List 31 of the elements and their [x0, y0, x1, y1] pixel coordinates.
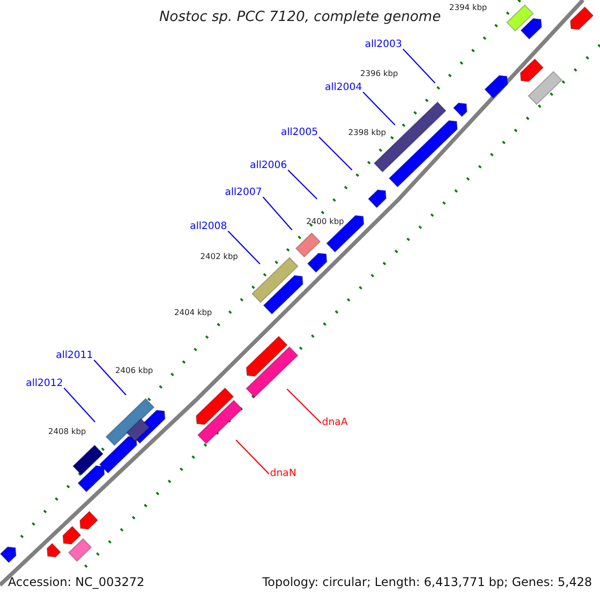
- leader-line: [288, 170, 318, 200]
- scale-label: 2394 kbp: [449, 2, 487, 14]
- accession-text: Accession: NC_003272: [8, 575, 144, 589]
- scale-label: 2398 kbp: [348, 127, 386, 139]
- genome-summary-text: Topology: circular; Length: 6,413,771 bp; Genes: 5,428: [262, 575, 592, 589]
- leader-line: [94, 360, 126, 396]
- scale-label: 2408 kbp: [48, 426, 86, 438]
- gene-label: all2007: [224, 186, 262, 200]
- leader-line: [286, 388, 322, 424]
- scale-label: 2402 kbp: [200, 251, 238, 263]
- gene-label: all2005: [280, 126, 318, 140]
- scale-label: 2404 kbp: [174, 307, 212, 319]
- leader-line: [402, 48, 436, 84]
- leader-line: [262, 196, 292, 230]
- gene-label: dnaN: [270, 467, 296, 481]
- gene-label: all2003: [364, 38, 402, 52]
- gene-label: dnaA: [322, 416, 348, 430]
- leader-line: [318, 136, 352, 170]
- gene-label: all2011: [56, 349, 93, 363]
- leader-line: [236, 440, 270, 474]
- title: Nostoc sp. PCC 7120, complete genome: [158, 10, 442, 24]
- scale-label: 2406 kbp: [115, 365, 153, 377]
- leader-line: [228, 230, 260, 264]
- gene-label: all2004: [324, 81, 362, 95]
- gene-label: all2006: [250, 159, 287, 173]
- scale-label: 2396 kbp: [360, 68, 398, 80]
- gene-label: all2008: [190, 220, 227, 234]
- leader-line: [64, 388, 96, 422]
- scale-label: 2400 kbp: [306, 216, 344, 228]
- gene-label: all2012: [26, 377, 63, 391]
- leader-line: [362, 92, 396, 126]
